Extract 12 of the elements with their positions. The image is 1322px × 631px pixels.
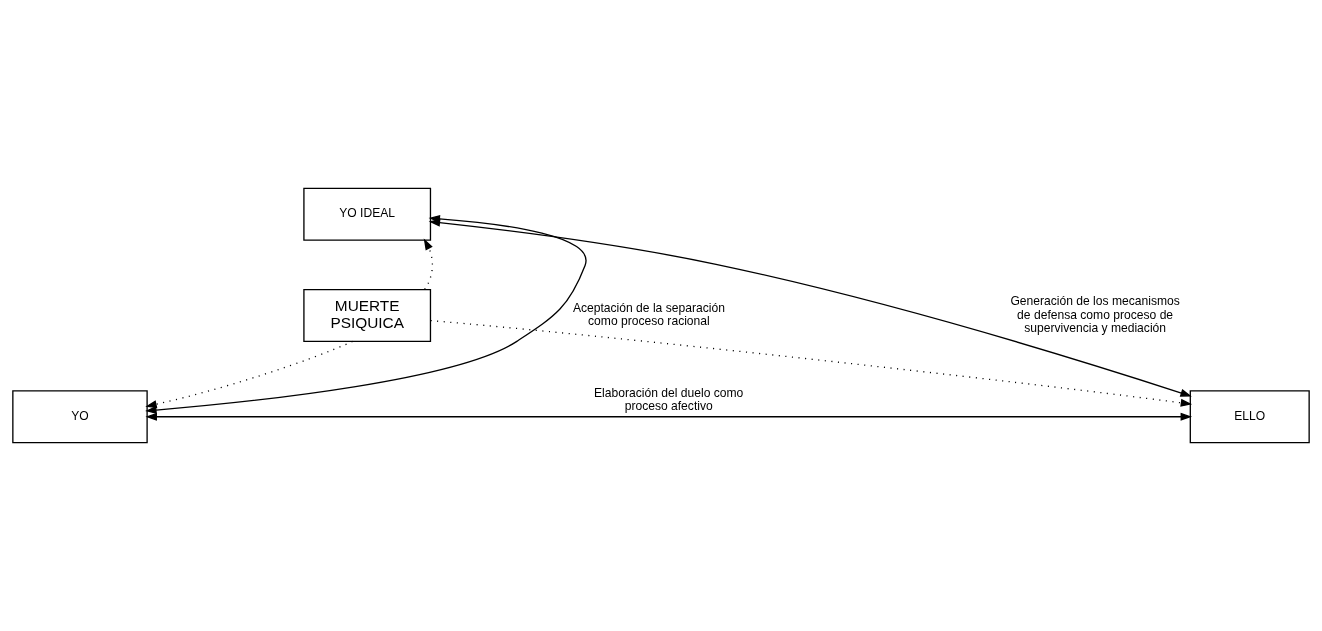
edge-label: Generación de los mecanismos de defensa como proceso de supervivencia y mediación [1010, 294, 1180, 335]
node-box: MUERTE PSIQUICA [303, 288, 432, 343]
arrow [145, 340, 354, 409]
node-box: YO [12, 390, 148, 444]
node-box: ELLO [1189, 390, 1310, 444]
arrow [428, 218, 1192, 397]
arrow [429, 319, 1193, 407]
arrow [423, 238, 434, 291]
edge-label: Aceptación de la separación como proceso racional [572, 300, 725, 329]
node-box: YO IDEAL [303, 187, 432, 241]
edge-label: Elaboración del duelo como proceso afectivo [594, 385, 744, 413]
arrow [145, 412, 1193, 421]
